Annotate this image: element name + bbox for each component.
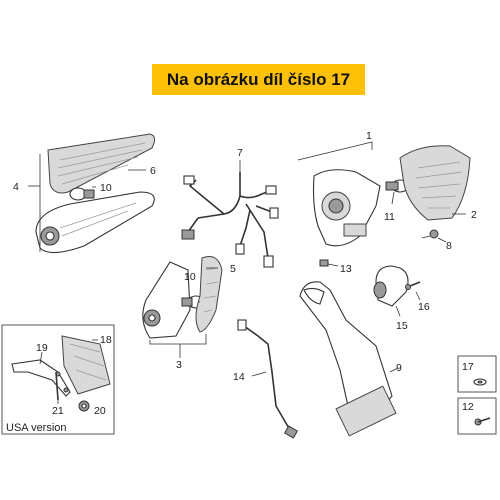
clip-part-13 [319,259,329,267]
screw-part-16 [405,281,421,290]
label-part-11: 11 [384,211,395,223]
label-part-7: 7 [237,147,243,159]
part-17-box [457,355,497,393]
label-part-2: 2 [471,209,477,221]
label-part-17: 17 [462,361,474,373]
part-number-banner: Na obrázku díl číslo 17 [152,64,365,95]
wiring-harness-part-7 [181,160,279,268]
label-part-10-rear: 10 [184,271,196,283]
cable-part-14 [237,319,299,439]
label-part-9: 9 [396,362,402,374]
label-part-3: 3 [176,359,182,371]
label-part-6: 6 [150,165,156,177]
label-part-8: 8 [446,240,452,252]
label-part-13: 13 [340,263,352,275]
plate-holder-part-9 [299,281,399,437]
rear-lens-part-2 [399,145,471,221]
label-part-5: 5 [230,263,236,275]
bulb-part-10-front [69,187,95,201]
usa-version-label: USA version [6,422,67,434]
rear-indicator-assembly [142,256,223,358]
label-part-4: 4 [13,181,19,193]
label-part-16: 16 [418,301,430,313]
label-part-10-front: 10 [100,182,112,194]
label-part-19: 19 [36,342,48,354]
label-part-14: 14 [233,371,245,383]
bracket-part-19 [11,359,71,397]
front-indicator-assembly [28,133,156,254]
plate-light-assembly [373,265,421,317]
rear-light-assembly [297,141,471,267]
label-part-18: 18 [100,334,112,346]
plate-frame-part-18 [61,335,111,395]
banner-text: Na obrázku díl číslo 17 [166,69,351,89]
label-part-15: 15 [396,320,408,332]
screw-part-8 [421,229,439,239]
washer-part-20 [78,400,90,412]
part-12-box [457,397,497,435]
label-part-20: 20 [94,405,106,417]
label-part-1: 1 [366,130,372,142]
label-part-21: 21 [52,405,64,417]
indicator-lens-part-5 [195,256,223,333]
label-part-12: 12 [462,401,474,413]
usa-version-box: USA version [1,324,115,435]
